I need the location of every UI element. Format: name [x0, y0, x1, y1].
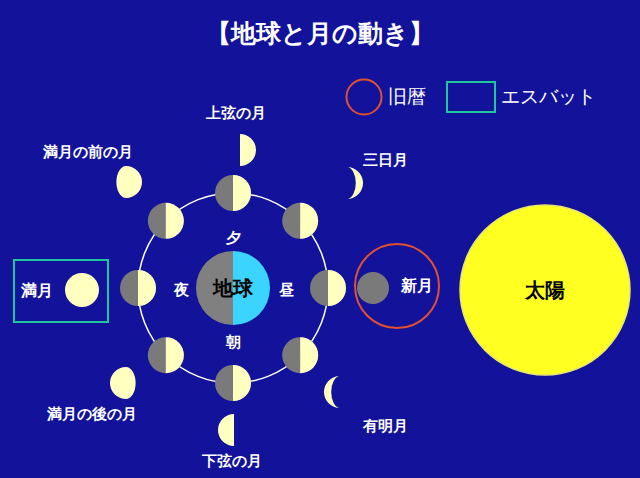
sun-disc — [460, 205, 630, 375]
moon-phase-name: 下弦の月 — [202, 452, 262, 471]
time-of-day: 朝 — [226, 333, 241, 352]
moon-phase-name: 満月の後の月 — [47, 405, 137, 424]
orbit-moon — [148, 203, 184, 239]
moon-phase-name: 満月の前の月 — [43, 143, 133, 162]
orbit-moon — [120, 270, 156, 306]
legend-swatch — [446, 81, 496, 113]
legend-text: エスバット — [501, 84, 596, 110]
sun-circle: 太陽 — [459, 204, 631, 376]
moon-lit-half — [166, 337, 184, 373]
time-of-day: 昼 — [279, 281, 294, 300]
earth-night — [196, 251, 233, 325]
moon-lit-half — [300, 337, 318, 373]
moon-phase — [116, 166, 142, 198]
moon-phase — [324, 376, 340, 408]
moon-dark-half — [215, 365, 251, 401]
orbit-moon — [148, 337, 184, 373]
earth-circle: 地球 — [196, 251, 270, 325]
moon-lit-half — [166, 203, 184, 239]
legend: 旧暦 エスバット — [345, 78, 616, 116]
node-label: 満月 — [21, 281, 53, 302]
moon-dark-half — [282, 203, 318, 239]
moon-phase-name: 有明月 — [363, 417, 408, 436]
title: 【地球と月の動き】 — [206, 17, 434, 50]
node-label: 太陽 — [525, 277, 565, 304]
time-of-day: 夜 — [174, 281, 189, 300]
moon-phase — [218, 414, 234, 446]
moon-phase — [65, 273, 99, 307]
legend-swatch — [345, 78, 383, 116]
swatch-box — [447, 82, 495, 112]
node-label: 新月 — [401, 276, 433, 297]
legend-item: エスバット — [446, 81, 596, 113]
moon-phase — [357, 272, 389, 304]
full-moon-box: 満月 — [13, 259, 109, 323]
time-of-day: 夕 — [226, 229, 241, 248]
new-moon-ring: 新月 — [354, 243, 440, 329]
moon-lit-half — [233, 365, 251, 401]
legend-item: 旧暦 — [345, 78, 426, 116]
moon-dark-half — [120, 270, 156, 306]
legend-text: 旧暦 — [388, 84, 426, 110]
moon-phase — [347, 167, 363, 199]
moon-phase-name: 上弦の月 — [206, 104, 266, 123]
earth-day — [233, 251, 270, 325]
moon-dark-half — [148, 203, 184, 239]
ring-outline — [355, 244, 439, 328]
moon-lit-half — [328, 270, 346, 306]
moon-phase-name: 三日月 — [363, 151, 408, 170]
swatch-ring — [347, 80, 382, 115]
orbit — [138, 193, 328, 383]
moon-lit-half — [300, 203, 318, 239]
moon-phase — [110, 367, 136, 399]
moon-dark-half — [148, 337, 184, 373]
orbit-moon — [215, 365, 251, 401]
moon-dark-half — [310, 270, 346, 306]
moons — [65, 134, 389, 446]
orbit-moon — [215, 175, 251, 211]
moon-dark-half — [282, 337, 318, 373]
moon-dark-half — [215, 175, 251, 211]
moon-lit-half — [233, 175, 251, 211]
moon-lit-half — [138, 270, 156, 306]
node-label: 地球 — [213, 275, 253, 302]
orbit-moon — [282, 203, 318, 239]
orbit-moon — [310, 270, 346, 306]
moon-phase — [240, 134, 256, 166]
orbit-moon — [282, 337, 318, 373]
